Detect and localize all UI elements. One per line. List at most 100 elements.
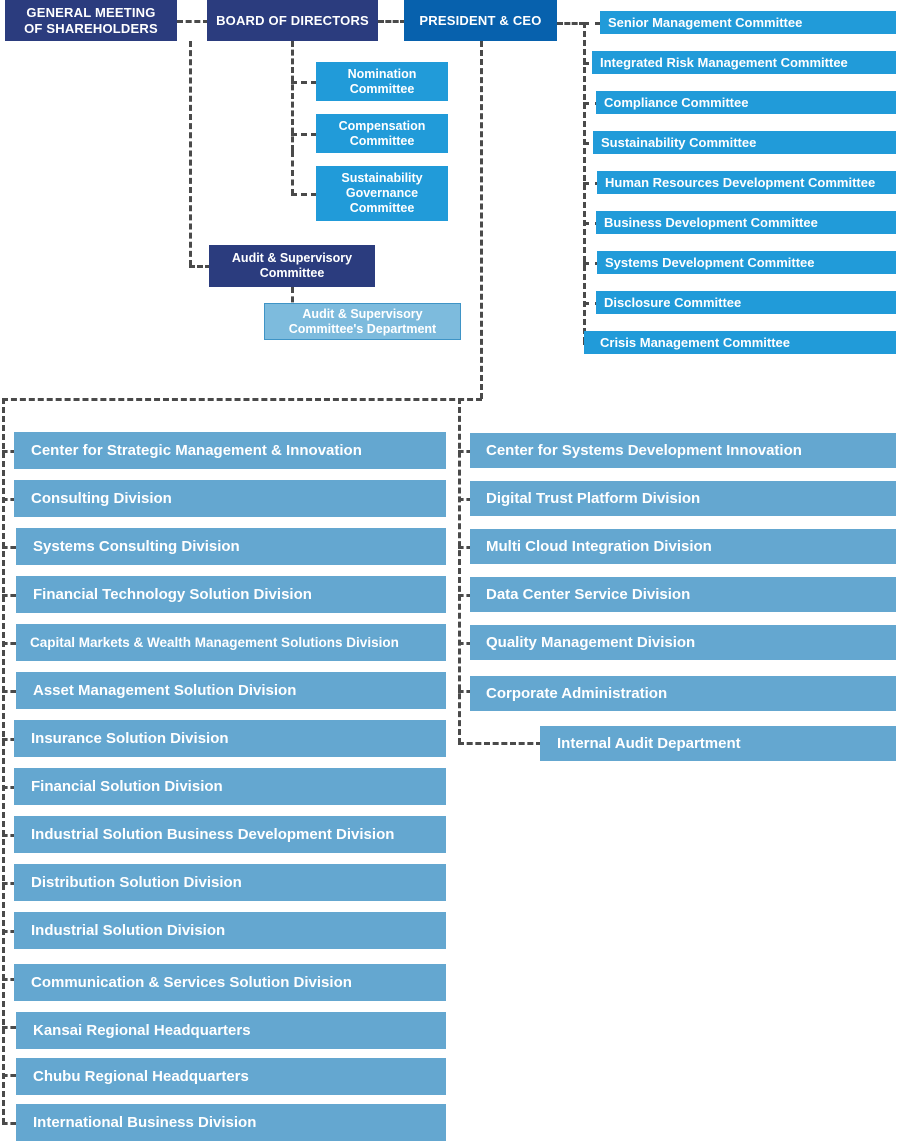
connector-tick-left-14 xyxy=(2,1122,16,1125)
general-meeting-of-shareholders-box[interactable]: GENERAL MEETING OF SHAREHOLDERS xyxy=(5,0,177,41)
division-right-label-1: Digital Trust Platform Division xyxy=(486,489,701,507)
connector-shareholders-trunk xyxy=(189,41,192,266)
division-left-label-4: Capital Markets & Wealth Management Solu… xyxy=(30,634,399,650)
connector-shareholders-to-audit xyxy=(189,265,211,268)
sustainability-governance-committee-box[interactable]: Sustainability Governance Committee xyxy=(316,166,448,221)
audit-supervisory-committee-box[interactable]: Audit & Supervisory Committee xyxy=(209,245,375,287)
connector-left-division-rail xyxy=(2,398,5,1124)
division-right-center-systems-development-innovation[interactable]: Center for Systems Development Innovatio… xyxy=(470,433,896,468)
connector-tick-left-1 xyxy=(2,498,16,501)
audit-supervisory-department-box[interactable]: Audit & Supervisory Committee's Departme… xyxy=(264,303,461,340)
committee-label-4: Human Resources Development Committee xyxy=(605,174,876,190)
president-ceo-label: PRESIDENT & CEO xyxy=(419,12,542,28)
connector-tick-committee-4 xyxy=(583,182,601,185)
connector-president-to-committees xyxy=(557,22,585,25)
division-right-label-5: Corporate Administration xyxy=(486,684,668,702)
committee-business-development[interactable]: Business Development Committee xyxy=(596,211,896,234)
internal-audit-label: Internal Audit Department xyxy=(557,734,741,752)
president-ceo-box[interactable]: PRESIDENT & CEO xyxy=(404,0,557,41)
connector-board-trunk xyxy=(291,41,294,151)
division-left-label-8: Industrial Solution Business Development… xyxy=(31,825,395,843)
connector-tick-committee-6 xyxy=(583,262,601,265)
connector-board-to-compensation xyxy=(291,133,317,136)
division-right-quality-management[interactable]: Quality Management Division xyxy=(470,625,896,660)
division-left-distribution-solution[interactable]: Distribution Solution Division xyxy=(14,864,446,901)
division-left-label-5: Asset Management Solution Division xyxy=(33,681,297,699)
connector-tick-left-10 xyxy=(2,930,16,933)
internal-audit-department-box[interactable]: Internal Audit Department xyxy=(540,726,896,761)
connector-tick-left-9 xyxy=(2,882,16,885)
division-left-capital-markets-wealth-management[interactable]: Capital Markets & Wealth Management Solu… xyxy=(16,624,446,661)
committee-label-0: Senior Management Committee xyxy=(608,14,803,30)
division-right-label-0: Center for Systems Development Innovatio… xyxy=(486,441,802,459)
division-left-industrial-solution-business-development[interactable]: Industrial Solution Business Development… xyxy=(14,816,446,853)
division-right-label-4: Quality Management Division xyxy=(486,633,696,651)
connector-tick-left-0 xyxy=(2,450,16,453)
division-left-asset-management-solution[interactable]: Asset Management Solution Division xyxy=(16,672,446,709)
nomination-committee-line2: Committee xyxy=(349,81,415,96)
committee-label-1: Integrated Risk Management Committee xyxy=(600,54,848,70)
committee-crisis-management[interactable]: Crisis Management Committee xyxy=(584,331,896,354)
sustainability-gov-line1: Sustainability xyxy=(341,171,423,186)
committee-compliance[interactable]: Compliance Committee xyxy=(596,91,896,114)
board-of-directors-label: BOARD OF DIRECTORS xyxy=(216,12,369,28)
division-right-digital-trust-platform[interactable]: Digital Trust Platform Division xyxy=(470,481,896,516)
committee-disclosure[interactable]: Disclosure Committee xyxy=(596,291,896,314)
connector-tick-committee-0 xyxy=(583,22,601,25)
connector-board-trunk-lower xyxy=(291,151,294,195)
division-left-center-strategic-management[interactable]: Center for Strategic Management & Innova… xyxy=(14,432,446,469)
division-left-consulting[interactable]: Consulting Division xyxy=(14,480,446,517)
division-left-insurance-solution[interactable]: Insurance Solution Division xyxy=(14,720,446,757)
division-left-label-12: Kansai Regional Headquarters xyxy=(33,1021,251,1039)
division-left-financial-technology-solution[interactable]: Financial Technology Solution Division xyxy=(16,576,446,613)
committee-systems-development[interactable]: Systems Development Committee xyxy=(597,251,896,274)
compensation-committee-box[interactable]: Compensation Committee xyxy=(316,114,448,153)
audit-committee-line1: Audit & Supervisory xyxy=(231,251,353,266)
division-left-systems-consulting[interactable]: Systems Consulting Division xyxy=(16,528,446,565)
compensation-committee-line1: Compensation xyxy=(338,118,426,133)
connector-tick-left-13 xyxy=(2,1074,16,1077)
division-left-industrial-solution[interactable]: Industrial Solution Division xyxy=(14,912,446,949)
connector-division-rail xyxy=(2,398,482,401)
connector-tick-right-4 xyxy=(458,642,472,645)
nomination-committee-line1: Nomination xyxy=(347,66,417,81)
division-left-kansai-regional-headquarters[interactable]: Kansai Regional Headquarters xyxy=(16,1012,446,1049)
division-left-chubu-regional-headquarters[interactable]: Chubu Regional Headquarters xyxy=(16,1058,446,1095)
committee-human-resources-development[interactable]: Human Resources Development Committee xyxy=(597,171,896,194)
division-left-label-3: Financial Technology Solution Division xyxy=(33,585,312,603)
connector-tick-left-4 xyxy=(2,642,16,645)
connector-tick-committee-2 xyxy=(583,102,601,105)
connector-tick-right-1 xyxy=(458,498,472,501)
committee-sustainability[interactable]: Sustainability Committee xyxy=(593,131,896,154)
committee-label-8: Crisis Management Committee xyxy=(600,334,790,350)
division-right-multi-cloud-integration[interactable]: Multi Cloud Integration Division xyxy=(470,529,896,564)
division-left-financial-solution[interactable]: Financial Solution Division xyxy=(14,768,446,805)
compensation-committee-line2: Committee xyxy=(349,133,415,148)
division-left-communication-services-solution[interactable]: Communication & Services Solution Divisi… xyxy=(14,964,446,1001)
shareholders-label-line2: OF SHAREHOLDERS xyxy=(24,20,158,36)
audit-department-line1: Audit & Supervisory xyxy=(302,306,423,321)
board-of-directors-box[interactable]: BOARD OF DIRECTORS xyxy=(207,0,378,41)
connector-tick-left-2 xyxy=(2,546,16,549)
division-left-international-business[interactable]: International Business Division xyxy=(16,1104,446,1141)
nomination-committee-box[interactable]: Nomination Committee xyxy=(316,62,448,101)
committee-senior-management[interactable]: Senior Management Committee xyxy=(600,11,896,34)
connector-tick-left-8 xyxy=(2,834,16,837)
connector-tick-right-2 xyxy=(458,546,472,549)
division-right-corporate-administration[interactable]: Corporate Administration xyxy=(470,676,896,711)
connector-tick-internal-audit xyxy=(458,742,542,745)
connector-shareholders-to-board xyxy=(177,20,209,23)
division-left-label-7: Financial Solution Division xyxy=(31,777,223,795)
connector-right-division-rail xyxy=(458,398,461,744)
division-left-label-9: Distribution Solution Division xyxy=(31,873,242,891)
connector-tick-right-0 xyxy=(458,450,472,453)
connector-tick-left-11 xyxy=(2,978,16,981)
committee-integrated-risk-management[interactable]: Integrated Risk Management Committee xyxy=(592,51,896,74)
connector-tick-committee-7 xyxy=(583,302,601,305)
connector-board-to-president xyxy=(378,20,406,23)
division-left-label-1: Consulting Division xyxy=(31,489,172,507)
division-left-label-13: Chubu Regional Headquarters xyxy=(33,1067,249,1085)
committee-label-7: Disclosure Committee xyxy=(604,294,742,310)
division-right-data-center-service[interactable]: Data Center Service Division xyxy=(470,577,896,612)
sustainability-gov-line2: Governance xyxy=(345,186,419,201)
